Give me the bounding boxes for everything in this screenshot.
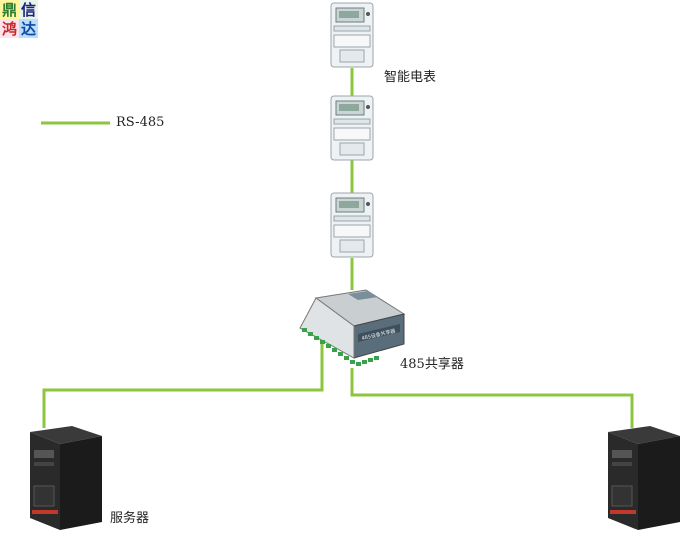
logo-char-4: 达 (19, 19, 38, 38)
485-sharer-icon: 485设备共享器 (299, 289, 406, 366)
logo-char-1: 鼎 (0, 0, 19, 19)
server-label: 服务器 (110, 511, 150, 526)
smart-meter-icon (330, 95, 374, 161)
server-tower-icon (608, 426, 680, 530)
meter-label: 智能电表 (384, 70, 437, 85)
wire-sharer-left-server (42, 340, 324, 428)
company-logo: 鼎 信 鸿 达 (0, 0, 38, 38)
server-tower-icon (30, 426, 102, 530)
sharer-label: 485共享器 (400, 357, 464, 372)
logo-char-2: 信 (19, 0, 38, 19)
smart-meter-icon (330, 192, 374, 258)
logo-char-3: 鸿 (0, 19, 19, 38)
legend-label: RS-485 (116, 115, 165, 130)
wire-sharer-right-server (350, 368, 634, 428)
smart-meter-icon (330, 2, 374, 68)
